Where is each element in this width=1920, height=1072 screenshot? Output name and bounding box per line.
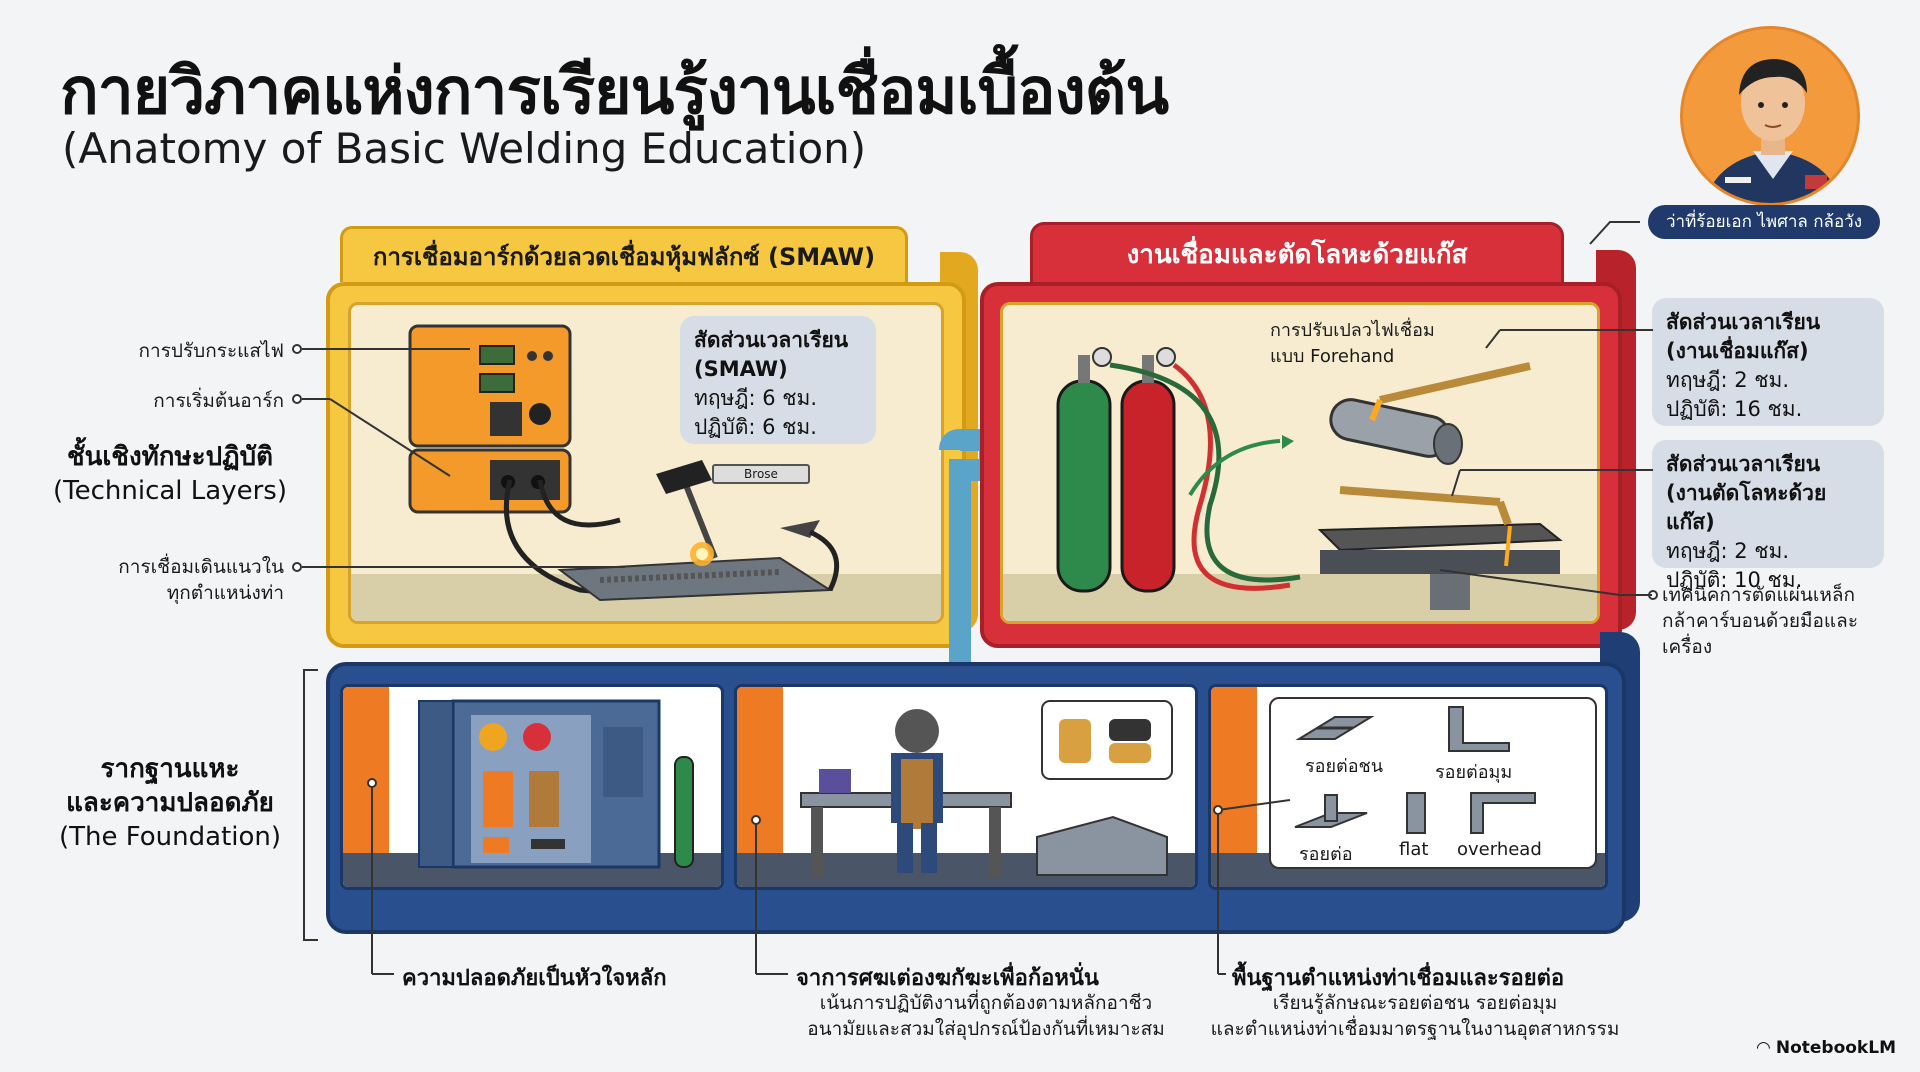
smaw-workpiece-icon	[503, 460, 840, 602]
overhead-position-icon	[1470, 792, 1536, 834]
gas-cutting-torch-icon	[1317, 486, 1563, 610]
gas-welding-torch-icon	[1329, 362, 1531, 465]
gas-weld-info-title: สัดส่วนเวลาเรียน	[1666, 310, 1821, 334]
gas-weld-info-subtitle: (งานเชื่อมแก๊ส)	[1666, 339, 1809, 363]
joint-tee-label: รอยต่อ	[1299, 844, 1353, 865]
smaw-study-hours-box: สัดส่วนเวลาเรียน (SMAW) ทฤษฎี: 6 ชม. ปฏิ…	[680, 316, 876, 444]
gas-cut-theory-hours: ทฤษฎี: 2 ชม.	[1666, 539, 1790, 563]
practice-caption-text: เน้นการปฏิบัติงานที่ถูกต้องตามหลักอาชีว …	[786, 990, 1186, 1042]
joint-corner-label: รอยต่อมุม	[1435, 762, 1513, 783]
gas-cut-practice-hours: ปฏิบัติ: 10 ชม.	[1666, 568, 1803, 592]
position-flat-label: flat	[1399, 839, 1429, 860]
callout-arc-dot	[292, 394, 302, 404]
page-title: กายวิภาคแห่งการเรียนรู้งานเชื่อมเบื้องต้…	[60, 55, 1169, 129]
workshop-post	[737, 687, 783, 859]
gas-weld-study-hours-box: สัดส่วนเวลาเรียน (งานเชื่อมแก๊ส) ทฤษฎี: …	[1652, 298, 1884, 426]
butt-joint-icon	[1295, 716, 1375, 740]
tee-joint-icon	[1294, 794, 1368, 828]
joint-types-panel: รอยต่อชน รอยต่อมุม รอยต่อ flat overhead	[1269, 697, 1597, 869]
smaw-practice-hours: ปฏิบัติ: 6 ชม.	[694, 415, 817, 439]
flame-adjust-line1: การปรับเปลวไฟเชื่อม	[1270, 320, 1435, 341]
gas-cylinders-icon	[1056, 347, 1301, 593]
safety-post	[343, 687, 389, 859]
cutting-note-line3: เครื่อง	[1662, 636, 1713, 658]
callout-bead-dot	[292, 562, 302, 572]
technical-layers-th: ชั้นเชิงทักษะปฏิบัติ	[67, 442, 273, 472]
gas-tab: งานเชื่อมและตัดโลหะด้วยแก๊ส	[1030, 222, 1564, 282]
flat-position-icon	[1406, 792, 1426, 834]
position-caption-text: เรียนรู้ลักษณะรอยต่อชน รอยต่อมุม และตำแห…	[1200, 990, 1630, 1042]
position-overhead-label: overhead	[1457, 839, 1542, 860]
smaw-theory-hours: ทฤษฎี: 6 ชม.	[694, 386, 818, 410]
joint-butt-label: รอยต่อชน	[1305, 756, 1384, 777]
position-leader-dot	[1213, 805, 1223, 815]
cutting-note-line1: เทคนิคการตัดแผ่นเหล็ก	[1662, 584, 1856, 606]
callout-bead-line2: ทุกตำแหน่งท่า	[166, 582, 284, 604]
foundation-en: (The Foundation)	[58, 822, 282, 852]
workshop-bay	[734, 684, 1198, 890]
practice-leader-dot	[751, 815, 761, 825]
practice-caption-line1: เน้นการปฏิบัติงานที่ถูกต้องตามหลักอาชีว	[819, 992, 1153, 1014]
smaw-tab: การเชื่อมอาร์กด้วยลวดเชื่อมหุ้มฟลักซ์ (S…	[340, 226, 908, 282]
safety-bay	[340, 684, 724, 890]
gas-weld-theory-hours: ทฤษฎี: 2 ชม.	[1666, 368, 1790, 392]
callout-bead-line1: การเชื่อมเดินแนวใน	[118, 556, 284, 578]
officer-portrait-icon	[1704, 59, 1842, 203]
safety-leader-dot	[367, 778, 377, 788]
technical-layers-en: (Technical Layers)	[53, 476, 287, 506]
callout-arc-start: การเริ่มต้นอาร์ก	[153, 390, 284, 412]
position-caption-title: พื้นฐานตำแหน่งท่าเชื่อมและรอยต่อ	[1232, 966, 1565, 991]
technical-layers-label: ชั้นเชิงทักษะปฏิบัติ (Technical Layers)	[40, 440, 300, 508]
cutting-technique-note: เทคนิคการตัดแผ่นเหล็ก กล้าคาร์บอนด้วยมือ…	[1662, 582, 1858, 660]
author-name-badge: ว่าที่ร้อยเอก ไพศาล กล้อวัง	[1648, 205, 1880, 239]
notebooklm-brand-text: NotebookLM	[1775, 1038, 1896, 1058]
electrode-tag: Brose	[712, 464, 810, 484]
position-caption-line2: และตำแหน่งท่าเชื่อมมาตรฐานในงานอุตสาหกรร…	[1210, 1018, 1620, 1040]
gas-cut-study-hours-box: สัดส่วนเวลาเรียน (งานตัดโลหะด้วยแก๊ส) ทฤ…	[1652, 440, 1884, 592]
gas-weld-practice-hours: ปฏิบัติ: 16 ชม.	[1666, 397, 1803, 421]
cutting-note-line2: กล้าคาร์บอนด้วยมือและ	[1662, 610, 1859, 632]
foundation-th-1: รากฐานแหะ	[100, 754, 240, 784]
notebooklm-brand: ◠ NotebookLM	[1757, 1038, 1896, 1058]
foundation-th-2: และความปลอดภัย	[66, 788, 274, 818]
callout-bead: การเชื่อมเดินแนวใน ทุกตำแหน่งท่า	[40, 554, 284, 606]
gas-cut-info-title: สัดส่วนเวลาเรียน	[1666, 452, 1821, 476]
callout-current-dot	[292, 344, 302, 354]
callout-current-adjust: การปรับกระแสไฟ	[138, 340, 284, 362]
position-caption-line1: เรียนรู้ลักษณะรอยต่อชน รอยต่อมุม	[1272, 992, 1558, 1014]
author-avatar	[1680, 26, 1860, 206]
smaw-info-subtitle: (SMAW)	[694, 357, 788, 381]
flame-adjust-line2: แบบ Forehand	[1270, 346, 1395, 367]
safety-caption-title: ความปลอดภัยเป็นหัวใจหลัก	[402, 966, 667, 991]
practice-caption-line2: อนามัยและสวมใส่อุปกรณ์ป้องกันที่เหมาะสม	[807, 1018, 1165, 1040]
smaw-info-title: สัดส่วนเวลาเรียน	[694, 328, 849, 352]
foundation-label: รากฐานแหะ และความปลอดภัย (The Foundation…	[40, 752, 300, 854]
flame-adjust-label: การปรับเปลวไฟเชื่อม แบบ Forehand	[1270, 318, 1435, 370]
page-subtitle: (Anatomy of Basic Welding Education)	[62, 124, 867, 173]
corner-joint-icon	[1448, 706, 1510, 752]
practice-caption-title: จาการศฆเต่องฆกัฆะเพื่อก้อหนั่น	[796, 966, 1099, 991]
welder-workbench-icon	[800, 700, 1173, 877]
gas-cut-info-subtitle: (งานตัดโลหะด้วยแก๊ส)	[1666, 481, 1827, 534]
ppe-locker-icon	[418, 699, 694, 869]
notebooklm-logo-icon: ◠	[1756, 1038, 1776, 1058]
